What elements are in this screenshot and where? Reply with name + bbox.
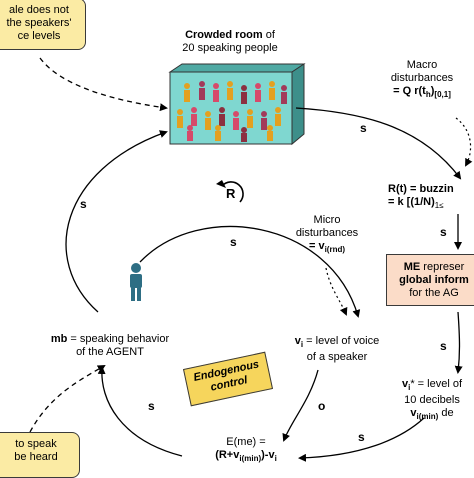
vistar-symbol: v xyxy=(401,378,409,390)
macro-formula: = Q r(th)[0,1] xyxy=(393,85,451,100)
edge-label-s-vistar-eme: s xyxy=(358,430,365,444)
dashed-arrow-note-to-room xyxy=(39,57,168,112)
room-title: Crowded room xyxy=(185,29,263,41)
arrow-eme-to-mb xyxy=(97,366,183,457)
top-left-note-line3: ce levels xyxy=(17,30,61,42)
dotted-arrow-macro-to-rt xyxy=(455,117,473,167)
bottom-left-note-line2: be heard xyxy=(14,451,58,463)
macro-disturbances-label: Macro disturbances = Q r(th)[0,1] xyxy=(372,59,472,101)
arrow-me-to-vistar xyxy=(454,311,463,374)
dashed-arrow-note-to-mb xyxy=(29,364,106,433)
edge-label-s-mb-vi: s xyxy=(230,235,237,249)
macro-line2: disturbances xyxy=(390,72,454,84)
micro-formula: = vi(rnd) xyxy=(308,240,346,255)
eme-line2: (R+vi(min))-vi xyxy=(215,449,277,464)
mb-label: mb = speaking behavior of the AGENT xyxy=(40,333,180,359)
rt-line1: R(t) = buzzin xyxy=(388,183,454,195)
mb-line2: of the AGENT xyxy=(76,346,144,358)
dotted-arrow-micro-to-vi xyxy=(325,267,348,316)
arrow-vistar-to-eme xyxy=(298,417,425,462)
top-left-note-line1: ale does not xyxy=(9,4,69,16)
arrow-vi-to-eme xyxy=(282,369,319,442)
arrow-mb-to-room xyxy=(65,130,168,313)
micro-line2: disturbances xyxy=(295,227,359,239)
rt-label: R(t) = buzzin = k [(1/N)1≤ xyxy=(388,183,454,212)
vistar-star: * = level of xyxy=(410,378,463,390)
room-subtitle: 20 speaking people xyxy=(182,42,278,54)
edge-label-s-me-vistar: s xyxy=(440,339,447,353)
people-figures xyxy=(177,81,287,142)
arrow-room-to-rt xyxy=(295,107,462,180)
vistar-line2: 10 decibels xyxy=(404,394,460,407)
eme-line1: E(me) = xyxy=(226,436,266,448)
micro-line1: Micro xyxy=(313,214,341,226)
me-line2: global inform xyxy=(399,274,469,286)
me-line3: for the AG xyxy=(409,287,459,299)
arrow-mb-to-vi xyxy=(139,225,361,318)
room-label: Crowded room of 20 speaking people xyxy=(170,29,290,55)
me-box: ME represer global inform for the AG xyxy=(386,254,474,306)
loop-arrow-icon xyxy=(216,180,244,203)
edge-label-s-rt-me: s xyxy=(440,225,447,239)
top-left-note: ale does not the speakers' ce levels xyxy=(0,0,86,50)
edge-label-s-mb-room: s xyxy=(80,197,87,211)
micro-disturbances-label: Micro disturbances = vi(rnd) xyxy=(282,214,372,256)
eme-label: E(me) = (R+vi(min))-vi xyxy=(186,436,306,465)
agent-figure xyxy=(130,263,142,301)
mb-bold: mb xyxy=(50,333,68,345)
mb-line1-rest: = speaking behavior xyxy=(67,333,170,345)
edge-label-o-vi-eme: o xyxy=(318,399,326,413)
bottom-left-note: to speak be heard xyxy=(0,432,80,478)
vi-line2: of a speaker xyxy=(306,351,368,364)
rt-line2: = k [(1/N)1≤ xyxy=(388,196,444,211)
me-line1-rest: represer xyxy=(420,261,465,273)
loop-symbol: R xyxy=(226,186,236,201)
top-left-note-line2: the speakers' xyxy=(6,17,72,29)
vi-line1-rest: = level of voice xyxy=(303,335,380,347)
bottom-left-note-line1: to speak xyxy=(15,438,57,450)
edge-label-s-eme-mb: s xyxy=(148,399,155,413)
macro-line1: Macro xyxy=(406,59,438,71)
vi-label: vi = level of voice of a speaker xyxy=(282,335,392,364)
vistar-label: vi* = level of 10 decibels vi(min) de xyxy=(382,378,474,423)
edge-label-s-room-rt: s xyxy=(360,121,367,135)
me-line1-bold: ME xyxy=(403,261,421,273)
room-title-suffix: of xyxy=(262,29,275,41)
vi-symbol: v xyxy=(294,335,301,347)
